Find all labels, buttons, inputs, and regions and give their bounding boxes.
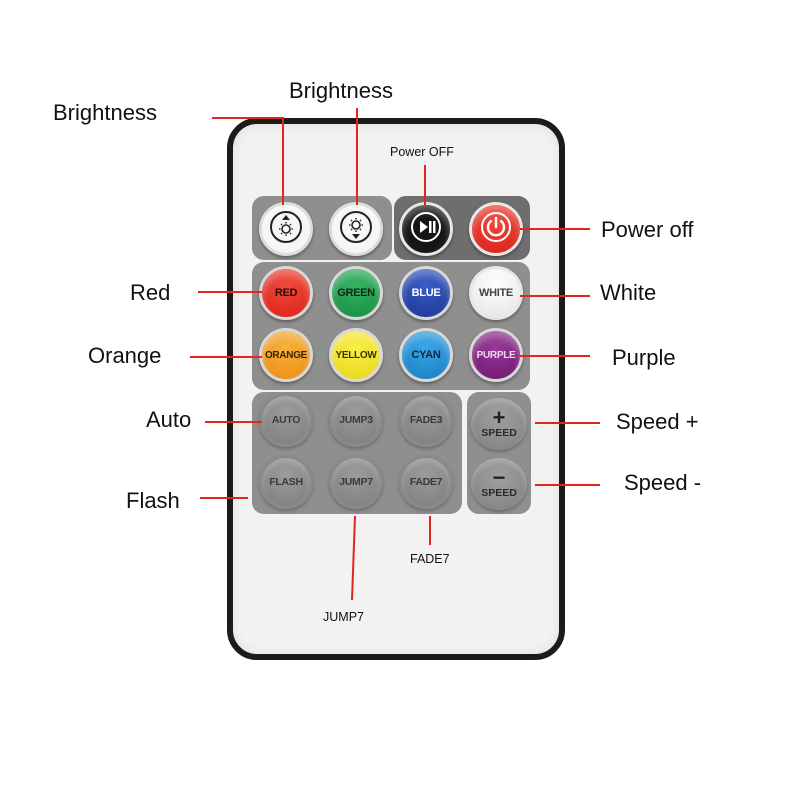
callout-fade7: FADE7 [410, 552, 450, 566]
jump7-button-label: JUMP7 [339, 476, 373, 488]
brightness-down-icon [339, 210, 373, 249]
auto-button[interactable]: AUTO [259, 393, 313, 447]
jump7-button[interactable]: JUMP7 [329, 455, 383, 509]
orange-button-label: ORANGE [264, 349, 308, 361]
white-button[interactable]: WHITE [469, 266, 523, 320]
flash-button[interactable]: FLASH [259, 455, 313, 509]
white-button-label: WHITE [479, 287, 513, 299]
red-button-label: RED [274, 287, 298, 299]
yellow-button[interactable]: YELLOW [329, 328, 383, 382]
callout-speed-minus: Speed - [624, 470, 702, 495]
power-button[interactable] [469, 202, 523, 256]
flash-button-label: FLASH [269, 476, 303, 488]
red-button[interactable]: RED [259, 266, 313, 320]
brightness-down-button[interactable] [329, 202, 383, 256]
cyan-button[interactable]: CYAN [399, 328, 453, 382]
callout-orange: Orange [88, 343, 162, 368]
auto-button-label: AUTO [271, 414, 301, 426]
callout-auto: Auto [146, 407, 192, 432]
callout-brightness-left: Brightness [53, 100, 157, 125]
callout-white: White [600, 280, 657, 305]
speed-down-label: SPEED [481, 486, 517, 499]
jump3-button[interactable]: JUMP3 [329, 393, 383, 447]
callout-red: Red [130, 280, 171, 305]
play-pause-button[interactable] [399, 202, 453, 256]
brightness-up-icon [269, 210, 303, 249]
green-button[interactable]: GREEN [329, 266, 383, 320]
callout-power-off-small: Power OFF [390, 145, 454, 159]
blue-button-label: BLUE [411, 287, 441, 299]
play-pause-icon [409, 210, 443, 249]
blue-button[interactable]: BLUE [399, 266, 453, 320]
callout-speed-plus: Speed + [616, 409, 699, 434]
brightness-up-button[interactable] [259, 202, 313, 256]
leader-brightness-left [212, 117, 284, 205]
leader-jump7 [351, 515, 356, 601]
speed-up-label: SPEED [481, 426, 517, 439]
callout-jump7: JUMP7 [323, 610, 364, 624]
minus-icon: − [492, 464, 506, 490]
fade3-button[interactable]: FADE3 [399, 393, 453, 447]
callout-flash: Flash [126, 488, 180, 513]
callout-brightness-top: Brightness [289, 78, 393, 103]
yellow-button-label: YELLOW [335, 349, 377, 361]
callout-power-off: Power off [601, 217, 694, 242]
fade3-button-label: FADE3 [409, 414, 443, 426]
fade7-button-label: FADE7 [409, 476, 443, 488]
cyan-button-label: CYAN [411, 349, 441, 361]
plus-icon: + [492, 404, 506, 430]
green-button-label: GREEN [337, 287, 375, 299]
speed-up-button[interactable]: + SPEED [471, 398, 527, 450]
fade7-button[interactable]: FADE7 [399, 455, 453, 509]
power-icon [479, 210, 513, 249]
speed-down-button[interactable]: − SPEED [471, 458, 527, 510]
callout-purple: Purple [612, 345, 676, 370]
orange-button[interactable]: ORANGE [259, 328, 313, 382]
jump3-button-label: JUMP3 [339, 414, 373, 426]
purple-button-label: PURPLE [476, 349, 516, 361]
purple-button[interactable]: PURPLE [469, 328, 523, 382]
